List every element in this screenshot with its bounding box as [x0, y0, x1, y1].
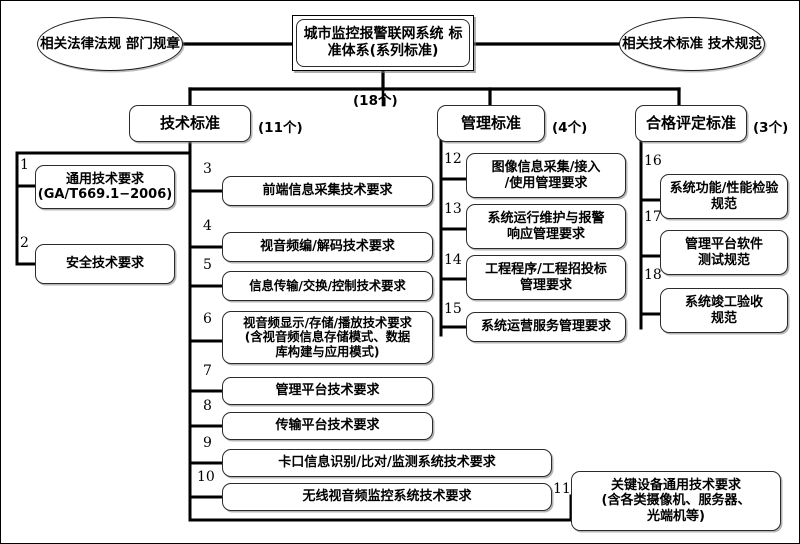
- leaf-node-4[interactable]: 视音频编/解码技术要求: [222, 232, 433, 262]
- leaf-12-line1: 图像信息采集/接入: [491, 160, 601, 176]
- right-ellipse-line1: 相关技术标准: [622, 35, 704, 52]
- leaf-2-line1: 安全技术要求: [65, 256, 144, 272]
- tier2-label-conformity: 合格评定标准: [645, 113, 736, 132]
- item-index-17: 17: [644, 209, 662, 225]
- leaf-13-line1: 系统运行维护与报警: [487, 211, 605, 227]
- leaf-1-line2: (GA/T669.1−2006): [37, 187, 173, 202]
- leaf-node-17[interactable]: 管理平台软件 测试规范: [660, 230, 788, 275]
- leaf-10-line1: 无线视音频监控系统技术要求: [302, 489, 472, 505]
- item-index-14: 14: [444, 252, 462, 268]
- leaf-node-5[interactable]: 信息传输/交换/控制技术要求: [222, 271, 433, 301]
- tier2-node-technical[interactable]: 技术标准: [129, 105, 251, 142]
- root-count-label: (18个): [353, 93, 398, 109]
- root-node: 城市监控报警联网系统 标准体系(系列标准): [292, 15, 474, 71]
- tier2-count-technical: (11个): [258, 120, 303, 136]
- leaf-18-line1: 系统竣工验收: [684, 295, 763, 311]
- right-ellipse: 相关技术标准 技术规范: [619, 17, 765, 71]
- leaf-14-line2: 管理要求: [519, 277, 572, 293]
- item-index-7: 7: [203, 363, 212, 379]
- tier2-label-technical: 技术标准: [159, 113, 220, 132]
- leaf-node-13[interactable]: 系统运行维护与报警 响应管理要求: [466, 204, 626, 249]
- left-ellipse-line1: 相关法律法规: [40, 35, 122, 52]
- leaf-11-line1: 关键设备通用技术要求: [610, 478, 741, 493]
- leaf-6-line2: (含视音频信息存储模式、数据: [244, 330, 411, 345]
- item-index-11: 11: [553, 481, 571, 497]
- leaf-3-line1: 前端信息采集技术要求: [262, 183, 393, 199]
- leaf-16-line2: 规范: [710, 196, 737, 212]
- leaf-13-line2: 响应管理要求: [506, 226, 585, 242]
- leaf-17-line2: 测试规范: [697, 252, 750, 268]
- item-index-4: 4: [203, 218, 212, 234]
- tier2-count-management: (4个): [552, 120, 588, 136]
- tier2-node-conformity[interactable]: 合格评定标准: [635, 105, 747, 142]
- leaf-node-6[interactable]: 视音频显示/存储/播放技术要求 (含视音频信息存储模式、数据 库构建与应用模式): [222, 311, 433, 364]
- item-index-9: 9: [203, 435, 212, 451]
- item-index-2: 2: [20, 235, 29, 251]
- root-label-line2: 标准体系(系列标准): [327, 26, 463, 59]
- item-index-15: 15: [444, 301, 462, 317]
- leaf-node-8[interactable]: 传输平台技术要求: [222, 412, 433, 440]
- leaf-node-15[interactable]: 系统运营服务管理要求: [466, 312, 626, 342]
- item-index-8: 8: [203, 398, 212, 414]
- leaf-12-line2: /使用管理要求: [504, 175, 588, 191]
- leaf-17-line1: 管理平台软件: [684, 237, 763, 253]
- leaf-node-9[interactable]: 卡口信息识别/比对/监测系统技术要求: [222, 449, 552, 477]
- item-index-13: 13: [444, 201, 462, 217]
- leaf-6-line1: 视音频显示/存储/播放技术要求: [243, 315, 412, 330]
- item-index-6: 6: [203, 311, 212, 327]
- leaf-node-18[interactable]: 系统竣工验收 规范: [660, 288, 788, 333]
- leaf-7-line1: 管理平台技术要求: [275, 383, 380, 399]
- item-index-12: 12: [444, 151, 462, 167]
- leaf-node-11[interactable]: 关键设备通用技术要求 (含各类摄像机、服务器、 光端机等): [571, 471, 781, 531]
- leaf-node-3[interactable]: 前端信息采集技术要求: [222, 176, 433, 206]
- leaf-node-1[interactable]: 通用技术要求 (GA/T669.1−2006): [35, 165, 175, 209]
- leaf-15-line1: 系统运营服务管理要求: [480, 319, 611, 335]
- leaf-4-line1: 视音频编/解码技术要求: [260, 239, 395, 255]
- left-ellipse: 相关法律法规 部门规章: [37, 17, 183, 71]
- leaf-node-12[interactable]: 图像信息采集/接入 /使用管理要求: [466, 153, 626, 198]
- leaf-node-7[interactable]: 管理平台技术要求: [222, 377, 433, 405]
- leaf-16-line1: 系统功能/性能检验: [669, 181, 779, 197]
- leaf-6-line3: 库构建与应用模式): [275, 344, 380, 359]
- leaf-5-line1: 信息传输/交换/控制技术要求: [249, 278, 406, 293]
- item-index-3: 3: [203, 161, 212, 177]
- item-index-10: 10: [197, 469, 215, 485]
- tier2-label-management: 管理标准: [460, 113, 521, 132]
- leaf-14-line1: 工程程序/工程招投标: [485, 262, 607, 278]
- left-ellipse-line2: 部门规章: [125, 35, 180, 52]
- leaf-9-line1: 卡口信息识别/比对/监测系统技术要求: [278, 455, 496, 471]
- tier2-node-management[interactable]: 管理标准: [437, 105, 545, 142]
- root-label-line1: 城市监控报警联网系统: [303, 26, 444, 43]
- item-index-18: 18: [644, 267, 662, 283]
- leaf-1-line1: 通用技术要求: [65, 171, 144, 187]
- leaf-11-line2: (含各类摄像机、服务器、: [601, 493, 751, 509]
- leaf-node-14[interactable]: 工程程序/工程招投标 管理要求: [466, 255, 626, 300]
- tier2-count-conformity: (3个): [753, 120, 789, 136]
- leaf-node-16[interactable]: 系统功能/性能检验 规范: [660, 174, 788, 219]
- item-index-1: 1: [20, 157, 29, 173]
- leaf-node-10[interactable]: 无线视音频监控系统技术要求: [222, 483, 552, 511]
- item-index-5: 5: [203, 257, 212, 273]
- right-ellipse-line2: 技术规范: [707, 35, 762, 52]
- leaf-11-line3: 光端机等): [647, 508, 705, 524]
- item-index-16: 16: [644, 153, 662, 169]
- leaf-18-line2: 规范: [710, 310, 737, 326]
- leaf-8-line1: 传输平台技术要求: [275, 418, 380, 434]
- leaf-node-2[interactable]: 安全技术要求: [35, 244, 175, 284]
